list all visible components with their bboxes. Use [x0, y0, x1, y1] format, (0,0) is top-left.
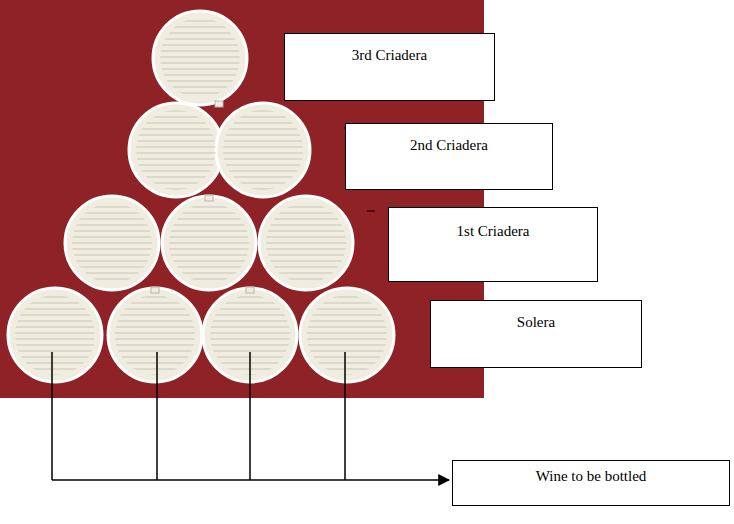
box-label: 1st Criadera [389, 222, 597, 240]
box-label: 2nd Criadera [346, 136, 552, 154]
stage-label-box: 1st Criadera [388, 207, 598, 282]
box-label: Solera [431, 313, 641, 331]
output-box: Wine to be bottled [452, 460, 730, 506]
barrel-bungs [151, 101, 254, 293]
stage-label-box: 3rd Criadera [284, 33, 495, 101]
draw-off-lines [52, 352, 449, 480]
stage-label-box: 2nd Criadera [345, 123, 553, 190]
stage-label-box: Solera [430, 300, 642, 368]
box-label: Wine to be bottled [453, 467, 729, 485]
box-label: 3rd Criadera [285, 46, 494, 64]
